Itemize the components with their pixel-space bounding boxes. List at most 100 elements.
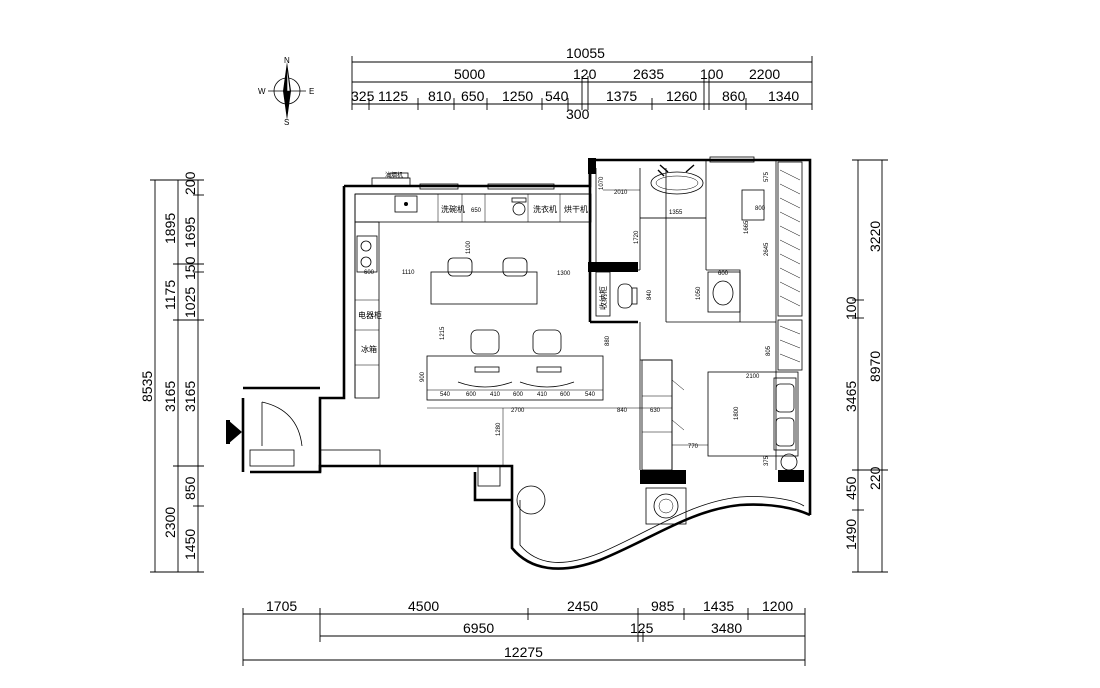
dim-left-inner-0: 200 <box>182 171 198 195</box>
inner-dimensions: 650 1100 1300 600 1110 1215 880 540 600 … <box>364 208 672 466</box>
dim-bath-6: 1665 <box>744 220 750 234</box>
dim-top-detail-8: 860 <box>722 88 746 104</box>
dim-counter-4: 410 <box>537 392 548 398</box>
dim-right-outer-0: 3220 <box>867 221 883 252</box>
dim-right-outer-4: 1490 <box>843 519 859 550</box>
dim-left-outer-1: 1175 <box>162 280 178 310</box>
dim-kitchen-3: 600 <box>364 270 375 276</box>
dim-counter-2: 410 <box>490 392 501 398</box>
dim-left-inner-5: 850 <box>182 476 198 500</box>
dim-top-detail-0: 325 <box>351 88 375 104</box>
label-hood: 油烟机 <box>385 171 403 179</box>
dim-left-outer-2: 3165 <box>162 381 178 412</box>
bathroom: 收纳柜 1070 1355 1720 840 1050 600 1665 575… <box>595 164 772 356</box>
dim-bath-8: 800 <box>755 206 766 212</box>
wardrobe <box>777 161 803 371</box>
dim-bath-0: 1070 <box>599 176 605 190</box>
dim-bath-7: 575 <box>764 171 770 182</box>
dim-right-outer-1: 100 <box>843 296 859 320</box>
dim-bottom-detail-0: 1705 <box>266 598 297 614</box>
dim-top-mid-4: 2200 <box>749 66 780 82</box>
dim-left-inner-6: 1450 <box>182 529 198 560</box>
kitchen: 洗碗机 洗衣机 烘干机 油烟机 电器柜 冰箱 <box>249 171 604 515</box>
dim-bottom-detail-1: 4500 <box>408 598 439 614</box>
left-dimensions: 8535 1895 1175 3165 2300 200 1695 150 10… <box>139 171 204 573</box>
dim-left-outer-0: 1895 <box>162 213 178 244</box>
dim-kitchen-extra: 1110 <box>402 270 415 276</box>
dim-bottom-mid-1: 125 <box>630 620 654 636</box>
dim-top-detail-7: 1260 <box>666 88 697 104</box>
dim-bed-2: 770 <box>688 444 699 450</box>
dim-right-outer-3: 450 <box>843 476 859 500</box>
dim-bottom-detail-5: 1200 <box>762 598 793 614</box>
bottom-dimensions: 1705 4500 2450 985 1435 1200 6950 125 34… <box>242 598 806 666</box>
dim-counter-0: 540 <box>440 392 451 398</box>
dim-top-detail-6: 1375 <box>606 88 637 104</box>
dim-top-detail-5: 540 <box>545 88 569 104</box>
label-cabinet: 收纳柜 <box>598 286 608 310</box>
dim-bath-9: 2645 <box>764 242 770 256</box>
dim-bed-1: 1800 <box>734 406 740 420</box>
laundry-unit <box>645 487 687 525</box>
dim-bath-1: 1355 <box>669 210 683 216</box>
dim-kitchen-1: 1100 <box>466 240 472 254</box>
dim-bath-2: 1720 <box>634 230 640 244</box>
dim-bed-0: 2100 <box>746 374 760 380</box>
dim-vertical-1280: 1280 <box>496 422 502 436</box>
dim-bottom-mid-0: 6950 <box>463 620 494 636</box>
dim-bottom-detail-4: 1435 <box>703 598 734 614</box>
dim-top-mid-3: 100 <box>700 66 724 82</box>
compass-icon: N S E W <box>258 56 314 127</box>
dim-right-total: 8970 <box>867 351 883 382</box>
dim-counter-6: 540 <box>585 392 596 398</box>
dim-counter-side-1: 840 <box>617 408 628 414</box>
right-dimensions: 3220 100 3465 450 1490 8970 220 <box>843 159 888 573</box>
dim-bath-3: 840 <box>647 289 653 300</box>
dim-left-inner-4: 3165 <box>182 381 198 412</box>
compass-west: W <box>258 87 266 96</box>
dim-bath-5: 600 <box>718 271 729 277</box>
label-oven: 电器柜 <box>358 310 382 320</box>
dim-top-detail-9: 1340 <box>768 88 799 104</box>
compass-south: S <box>284 118 289 127</box>
dim-counter-3: 600 <box>513 392 524 398</box>
label-fridge: 冰箱 <box>361 344 377 354</box>
dim-top-extra: 300 <box>566 106 590 122</box>
dim-counter-5: 600 <box>560 392 571 398</box>
dim-bottom-total: 12275 <box>504 644 543 660</box>
dim-bottom-detail-3: 985 <box>651 598 675 614</box>
dim-top-detail-4: 1250 <box>502 88 533 104</box>
dim-top-detail-1: 1125 <box>378 88 408 104</box>
top-dimensions: 10055 5000 120 2635 100 2200 325 1125 81… <box>351 45 813 122</box>
dim-top-mid-2: 2635 <box>633 66 664 82</box>
dim-island-0: 1215 <box>440 326 446 340</box>
dim-bottom-detail-2: 2450 <box>567 598 598 614</box>
dim-top-detail-2: 810 <box>428 88 452 104</box>
dim-counter-total: 2700 <box>511 408 525 414</box>
dim-bath-4: 1050 <box>696 286 702 300</box>
windows <box>371 156 755 190</box>
dim-right-inner: 220 <box>867 466 883 490</box>
dim-left-total: 8535 <box>139 371 155 402</box>
dim-top-mid-0: 5000 <box>454 66 485 82</box>
dim-top-total: 10055 <box>566 45 605 61</box>
compass-east: E <box>309 87 314 96</box>
compass-north: N <box>284 56 290 65</box>
walls <box>241 158 812 570</box>
label-dryer: 烘干机 <box>564 204 588 214</box>
dim-left-inner-3: 1025 <box>182 287 198 318</box>
dim-kitchen-2: 1300 <box>557 271 571 277</box>
dim-bath-extra: 2010 <box>614 190 628 196</box>
dim-top-detail-3: 650 <box>461 88 485 104</box>
dim-bed-3: 375 <box>764 455 770 466</box>
dim-left-outer-3: 2300 <box>162 507 178 538</box>
dim-kitchen-0: 650 <box>471 208 482 214</box>
dim-left-inner-2: 150 <box>182 256 198 280</box>
dim-counter-side-2: 630 <box>650 408 661 414</box>
dim-top-mid-1: 120 <box>573 66 597 82</box>
dim-bottom-mid-2: 3480 <box>711 620 742 636</box>
dim-bath-10: 805 <box>766 345 772 356</box>
dim-right-outer-2: 3465 <box>843 381 859 412</box>
bedroom: 2100 1800 770 375 <box>641 359 799 471</box>
